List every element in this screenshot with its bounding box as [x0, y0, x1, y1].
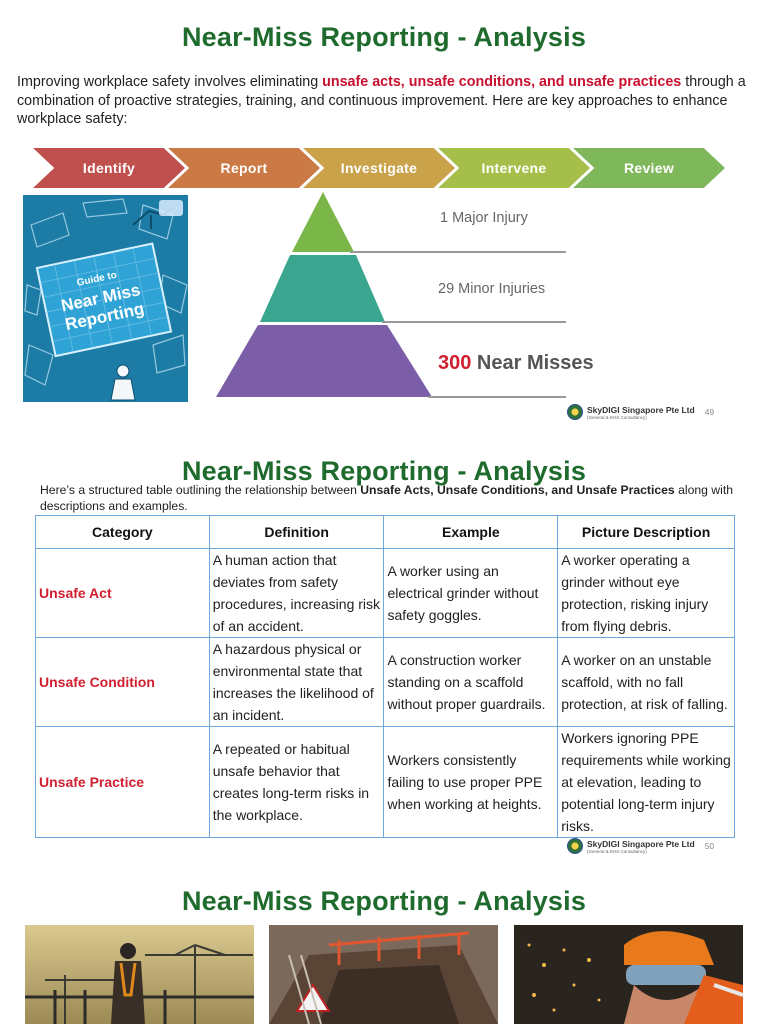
- footer-company: SkyDIGI Singapore Pte Ltd(General & EHS …: [587, 405, 695, 420]
- footer-tagline: (General & EHS Consultancy): [587, 414, 647, 420]
- slide-footer: SkyDIGI Singapore Pte Ltd(General & EHS …: [567, 404, 714, 420]
- slide-title: Near-Miss Reporting - Analysis: [181, 456, 587, 486]
- table-row: Unsafe Act A human action that deviates …: [35, 548, 735, 638]
- process-step-review: Review: [573, 148, 725, 188]
- company-logo-icon: [567, 404, 583, 420]
- page-number: 50: [704, 841, 715, 851]
- process-step-identify: Identify: [33, 148, 185, 188]
- cell-picture-description: A worker operating a grinder without eye…: [557, 548, 735, 638]
- guide-book-illustration: Guide to Near Miss Reporting: [23, 195, 188, 402]
- worker-scaffold-photo-icon: [25, 925, 254, 1024]
- pyramid-icon: [216, 192, 566, 398]
- slide-footer: SkyDIGI Singapore Pte Ltd(General & EHS …: [567, 838, 714, 854]
- near-miss-label: Near Misses: [471, 352, 594, 374]
- footer-tagline: (General & EHS Consultancy): [587, 848, 647, 854]
- column-header-example: Example: [383, 515, 559, 549]
- grinder-worker-photo-icon: [514, 925, 743, 1024]
- cell-example: A worker using an electrical grinder wit…: [383, 548, 559, 638]
- slide-50: Near-Miss Reporting - Analysis Here’s a …: [0, 448, 768, 863]
- column-header-category: Category: [35, 515, 210, 549]
- page-number: 49: [704, 407, 715, 417]
- footer-company: SkyDIGI Singapore Pte Ltd(General & EHS …: [587, 839, 695, 854]
- unsafe-categories-table: Category Definition Example Picture Desc…: [35, 515, 735, 838]
- cell-example: A construction worker standing on a scaf…: [383, 637, 559, 727]
- footer-company-name: SkyDIGI Singapore Pte Ltd: [587, 838, 695, 849]
- excavation-photo-icon: [269, 925, 498, 1024]
- table-intro-bold: Unsafe Acts, Unsafe Conditions, and Unsa…: [360, 483, 675, 497]
- cell-picture-description: Workers ignoring PPE requirements while …: [557, 726, 735, 838]
- photo-grinder-worker: [514, 925, 743, 1024]
- cell-category: Unsafe Practice: [35, 726, 210, 838]
- intro-highlight: unsafe acts, unsafe conditions, and unsa…: [322, 74, 682, 90]
- cell-definition: A hazardous physical or environmental st…: [208, 637, 385, 727]
- slide-49: Near-Miss Reporting - Analysis Improving…: [0, 0, 768, 435]
- cell-category: Unsafe Act: [35, 548, 210, 638]
- pyramid-tier-near-misses: 300 Near Misses: [438, 352, 594, 375]
- cell-definition: A human action that deviates from safety…: [208, 548, 385, 638]
- photo-excavation-site: [269, 925, 498, 1024]
- process-step-investigate: Investigate: [303, 148, 455, 188]
- heinrich-pyramid: 1 Major Injury 29 Minor Injuries 300 Nea…: [210, 192, 630, 402]
- near-miss-count: 300: [438, 352, 472, 374]
- column-header-picture-description: Picture Description: [557, 515, 735, 549]
- process-step-intervene: Intervene: [438, 148, 590, 188]
- cell-example: Workers consistently failing to use prop…: [383, 726, 559, 838]
- intro-text-end: through a combination of proactive strat…: [17, 74, 746, 127]
- table-intro: Here’s a structured table outlining the …: [40, 483, 740, 514]
- photo-worker-at-height: [25, 925, 254, 1024]
- cell-definition: A repeated or habitual unsafe behavior t…: [208, 726, 385, 838]
- table-intro-start: Here’s a structured table outlining the …: [40, 483, 361, 497]
- column-header-definition: Definition: [208, 515, 385, 549]
- table-row: Unsafe Condition A hazardous physical or…: [35, 637, 735, 727]
- cell-picture-description: A worker on an unstable scaffold, with n…: [557, 637, 735, 727]
- company-logo-icon: [567, 838, 583, 854]
- table-row: Unsafe Practice A repeated or habitual u…: [35, 726, 735, 838]
- slide-title: Near-Miss Reporting - Analysis: [181, 886, 587, 916]
- pyramid-tier-minor-injuries: 29 Minor Injuries: [438, 281, 546, 297]
- process-chevrons: Identify Report Investigate Intervene Re…: [33, 148, 725, 188]
- slide-title: Near-Miss Reporting - Analysis: [181, 22, 587, 52]
- cell-category: Unsafe Condition: [35, 637, 210, 727]
- slide-51: Near-Miss Reporting - Analysis: [0, 878, 768, 1024]
- pyramid-tier-major-injury: 1 Major Injury: [440, 210, 528, 226]
- table-header-row: Category Definition Example Picture Desc…: [35, 515, 735, 549]
- guide-illustration-icon: Guide to Near Miss Reporting: [23, 195, 188, 402]
- table-intro-end: along with descriptions and examples.: [40, 483, 733, 513]
- intro-paragraph: Improving workplace safety involves elim…: [17, 73, 747, 129]
- process-step-report: Report: [168, 148, 320, 188]
- footer-company-name: SkyDIGI Singapore Pte Ltd: [587, 404, 695, 415]
- intro-text-start: Improving workplace safety involves elim…: [17, 74, 323, 90]
